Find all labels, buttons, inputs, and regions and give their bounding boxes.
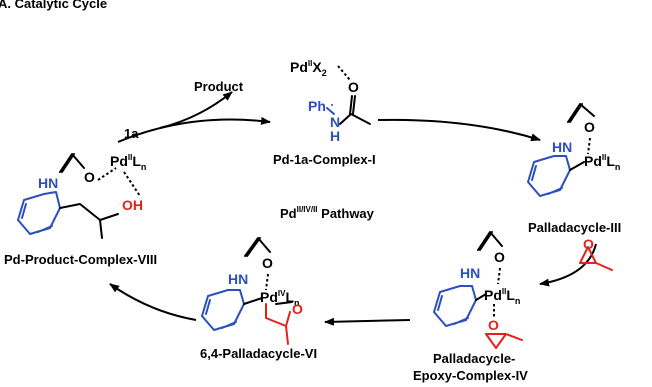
svg-text:O: O [494, 249, 505, 265]
epoxide-reagent: O [579, 236, 613, 271]
svg-text:N: N [330, 114, 340, 130]
svg-text:H: H [330, 128, 340, 144]
epoxy-complex-iv-label-2: Epoxy-Complex-IV [413, 368, 528, 383]
epoxy-complex-iv-label-1: Palladacycle- [433, 351, 515, 366]
pathway-label: PdII/IV/II Pathway [280, 205, 375, 221]
product-complex-viii-label: Pd-Product-Complex-VIII [4, 252, 157, 267]
product-label: Product [194, 79, 244, 94]
svg-text:PdIILn: PdIILn [584, 153, 620, 172]
palladacycle-iii-label: Palladacycle-III [528, 220, 621, 235]
svg-text:O: O [348, 79, 359, 95]
complex-i-to-iii-arrow [377, 118, 541, 142]
palladacycle-vi-label: 6,4-Palladacycle-VI [200, 346, 317, 361]
vi-to-viii-arrow [109, 283, 197, 321]
svg-text:Ph: Ph [308, 98, 326, 114]
svg-text:OH: OH [122, 197, 143, 213]
product-complex-viii-structure: O PdIILn HN OH [17, 153, 146, 239]
substrate-in-arrow [117, 116, 271, 143]
svg-text:PdIIX2: PdIIX2 [290, 59, 327, 78]
svg-text:O: O [583, 236, 594, 252]
svg-text:O: O [584, 119, 595, 135]
svg-text:O: O [84, 169, 95, 185]
svg-text:O: O [292, 301, 303, 317]
svg-text:PdIVLn: PdIVLn [260, 289, 300, 308]
svg-text:PdIILn: PdIILn [484, 287, 520, 306]
svg-text:HN: HN [552, 139, 572, 155]
svg-text:HN: HN [460, 265, 480, 281]
svg-text:PdIILn: PdIILn [110, 153, 146, 172]
scheme-header: A. Catalytic Cycle [0, 0, 107, 11]
iii-to-iv-arrow [539, 243, 597, 287]
svg-text:O: O [262, 255, 273, 271]
complex-i-label: Pd-1a-Complex-I [273, 152, 376, 167]
svg-text:HN: HN [38, 175, 58, 191]
product-out-arrow [159, 91, 233, 129]
svg-text:HN: HN [228, 271, 248, 287]
palladacycle-iii-structure: O HN PdIILn [527, 103, 620, 197]
iv-to-vi-arrow [324, 317, 411, 326]
substrate-label: 1a [124, 126, 139, 141]
epoxy-complex-iv-structure: O HN PdIILn O [433, 231, 523, 349]
svg-text:O: O [488, 317, 499, 333]
palladacycle-vi-structure: O HN PdIVLn O [201, 237, 303, 345]
complex-i-structure: PdIIX2 O Ph N H [290, 59, 371, 144]
